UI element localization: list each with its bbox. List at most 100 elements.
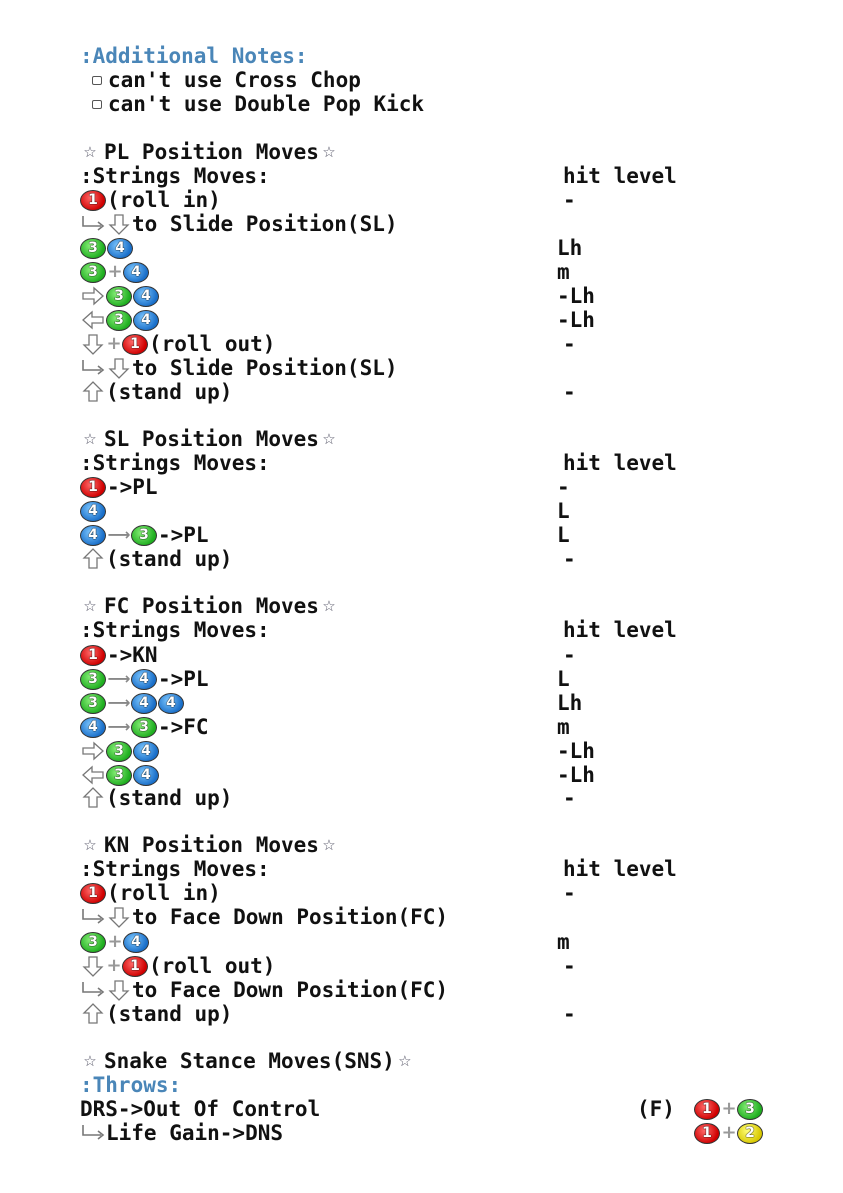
hit-level-value: - [563,547,576,571]
move-text: (stand up) [106,547,233,571]
hit-level-text: -Lh [557,763,595,787]
next-arrow-icon: ⟶ [107,717,131,736]
move-text: (stand up) [106,380,233,404]
star-icon: ☆ [83,430,97,448]
button-1-icon: 1 [80,476,106,498]
fc-section-title: ☆FC Position Moves☆ [80,594,339,618]
fc-strings-label: :Strings Moves: [80,618,270,642]
button-3-icon: 3 [80,237,106,259]
up-arrow-icon [80,786,106,810]
hit-level-value: - [563,954,576,978]
hit-level-value: - [563,1002,576,1026]
section-title-text: FC Position Moves [104,594,319,618]
plus-icon: + [106,333,122,354]
continue-arrow-icon [80,212,106,236]
button-1-icon: 1 [694,1122,720,1144]
down-arrow-icon [80,332,106,356]
move-text: (roll out) [149,954,276,978]
button-4-icon: 4 [133,740,159,762]
button-4-icon: 4 [123,931,149,953]
throw-row: DRS->Out Of Control [80,1097,320,1121]
button-3-icon: 3 [80,261,106,283]
hit-level-text: - [563,786,576,810]
sl-move-row: 4⟶3->PL [80,523,209,547]
throw-command: 1+2 [694,1121,764,1145]
throw-tag: (F) [637,1097,675,1121]
section-title-text: KN Position Moves [104,833,319,857]
pl-move-row: to Slide Position(SL) [80,356,398,380]
pl-section-title: ☆PL Position Moves☆ [80,140,339,164]
button-4-icon: 4 [133,285,159,307]
hit-level-value: - [563,380,576,404]
hit-level-value: - [563,332,576,356]
button-4-icon: 4 [133,309,159,331]
hit-level-label: hit level [563,164,677,188]
hit-level-value: m [557,260,570,284]
plus-icon: + [107,261,123,282]
star-icon: ☆ [83,836,97,854]
down-arrow-icon [106,356,132,380]
hit-level-value: -Lh [557,284,595,308]
up-arrow-icon [80,380,106,404]
hit-level-label: hit level [563,857,677,881]
down-arrow-icon [106,905,132,929]
button-1-icon: 1 [122,333,148,355]
sl-strings-label: :Strings Moves: [80,451,270,475]
throw-text: Life Gain->DNS [106,1121,284,1145]
star-icon: ☆ [398,1052,412,1070]
star-icon: ☆ [83,143,97,161]
down-arrow-icon [106,212,132,236]
move-text: ->FC [158,715,209,739]
star-icon: ☆ [322,836,336,854]
hit-level-text: L [557,667,570,691]
throws-label: :Throws: [80,1073,181,1097]
button-4-icon: 4 [131,692,157,714]
continue-arrow-icon [80,356,106,380]
hit-level-text: - [563,547,576,571]
move-text: to Slide Position(SL) [132,356,398,380]
hit-level-text: -Lh [557,284,595,308]
throws-label-text: :Throws: [80,1073,182,1097]
move-text: ->PL [107,475,158,499]
hit-level-value: Lh [557,236,582,260]
button-4-icon: 4 [123,261,149,283]
hit-level-text: - [563,188,576,212]
throw-text: DRS->Out Of Control [80,1097,321,1121]
pl-move-row: 1(roll in) [80,188,221,212]
throw-command: 1+3 [694,1097,764,1121]
hit-level-value: - [563,786,576,810]
note-text: can't use Cross Chop [108,68,361,92]
fc-move-row: (stand up) [80,786,232,810]
hit-level-text: -Lh [557,739,595,763]
hit-level-value: Lh [557,691,582,715]
plus-icon: + [721,1098,737,1119]
down-arrow-icon [106,978,132,1002]
hit-level-text: - [557,475,570,499]
sl-move-row: 1->PL [80,475,158,499]
move-text: (stand up) [106,1002,233,1026]
kn-move-row: +1(roll out) [80,954,275,978]
note-item: can't use Cross Chop [80,68,361,92]
hit-level-value: - [563,643,576,667]
pl-move-row: 3+4 [80,260,150,284]
sl-move-row: 4 [80,499,107,523]
pl-move-row: to Slide Position(SL) [80,212,398,236]
plus-icon: + [721,1122,737,1143]
hit-level-text: - [563,332,576,356]
hit-level-text: - [563,380,576,404]
strings-label: :Strings Moves: [80,164,270,188]
sl-section-title: ☆SL Position Moves☆ [80,427,339,451]
pl-strings-label: :Strings Moves: [80,164,270,188]
sl-hit-level-header: hit level [563,451,677,475]
strings-label: :Strings Moves: [80,857,270,881]
hit-level-text: - [563,881,576,905]
hit-level-text: Lh [557,236,583,260]
kn-strings-label: :Strings Moves: [80,857,270,881]
move-text: (roll in) [107,188,221,212]
button-3-icon: 3 [80,692,106,714]
continue-arrow-icon [80,1121,106,1145]
hit-level-value: m [557,715,570,739]
kn-move-row: 1(roll in) [80,881,221,905]
